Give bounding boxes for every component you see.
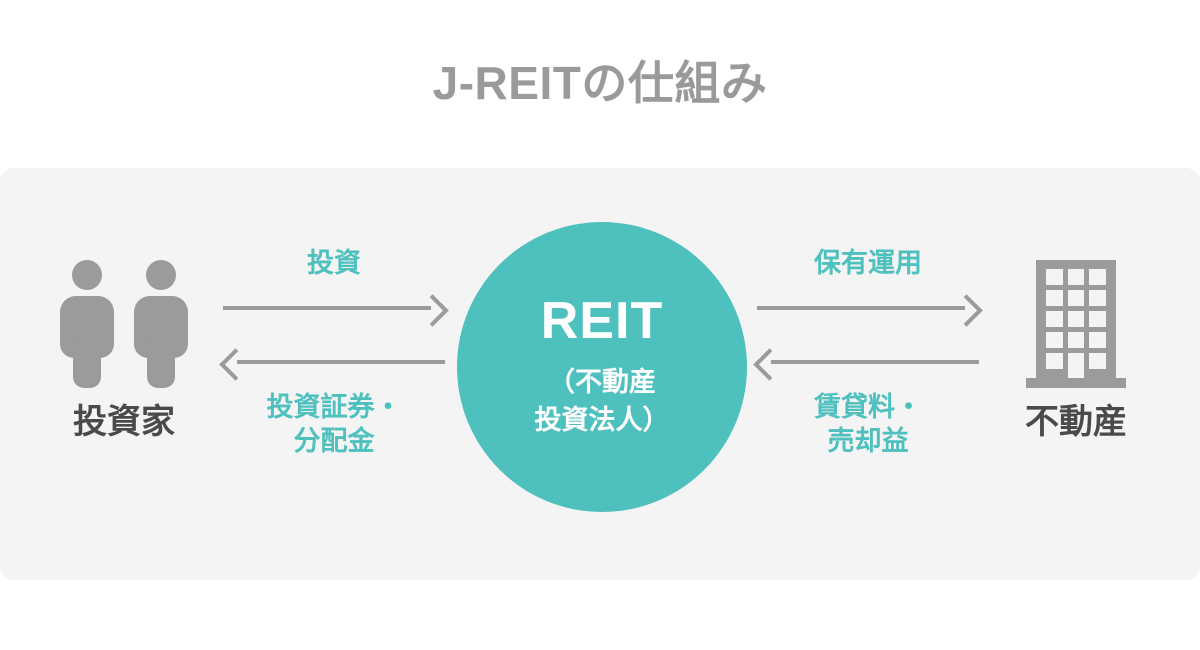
- arrow-shaft: [223, 306, 431, 311]
- flow-label-ownership-management: 保有運用: [814, 248, 922, 278]
- node-investor: 投資家: [24, 248, 224, 441]
- arrow-reit-to-property: [757, 294, 983, 327]
- reit-circle: REIT （不動産 投資法人）: [457, 222, 747, 512]
- flow-label-investment: 投資: [307, 248, 361, 278]
- flow-label-rent-sale-profit: 賃貸料・ 売却益: [814, 392, 922, 457]
- flow-investor-reit: 投資 投資証券・ 分配金: [219, 246, 449, 458]
- arrow-shaft: [237, 360, 445, 365]
- person-head: [146, 260, 176, 290]
- building-window: [1089, 311, 1106, 327]
- flow-reit-property: 保有運用 賃貸料・ 売却益: [753, 246, 983, 458]
- building-icon: [976, 248, 1176, 388]
- person-legs: [73, 342, 101, 388]
- node-property: 不動産: [976, 248, 1176, 441]
- two-people-icon: [24, 248, 224, 388]
- building-window: [1089, 332, 1106, 348]
- building-body: [1036, 260, 1116, 378]
- arrow-shaft: [771, 360, 979, 365]
- building-base: [1026, 378, 1126, 388]
- arrow-property-to-reit: [753, 348, 979, 381]
- person-icon: [60, 260, 114, 388]
- building-window: [1046, 353, 1063, 369]
- building-window: [1046, 332, 1063, 348]
- building-window: [1046, 311, 1063, 327]
- arrow-head-left-icon: [219, 348, 252, 381]
- person-icon: [134, 260, 188, 388]
- building-window: [1067, 332, 1085, 348]
- building-window: [1089, 269, 1106, 285]
- building-window: [1089, 353, 1106, 369]
- building-window: [1067, 269, 1085, 285]
- building-window: [1067, 311, 1085, 327]
- arrow-shaft: [757, 306, 965, 311]
- node-investor-label: 投資家: [73, 403, 175, 441]
- building-door: [1067, 353, 1085, 378]
- arrow-head-right-icon: [416, 294, 449, 327]
- node-property-label: 不動産: [1025, 403, 1127, 441]
- building-window: [1067, 290, 1085, 306]
- building-window: [1089, 290, 1106, 306]
- flow-label-securities-distribution: 投資証券・ 分配金: [266, 392, 402, 457]
- page-title: J-REITの仕組み: [432, 57, 768, 109]
- building-window: [1046, 269, 1063, 285]
- arrow-reit-to-investor: [219, 348, 445, 381]
- building-window: [1046, 290, 1063, 306]
- arrow-head-left-icon: [753, 348, 786, 381]
- arrow-investor-to-reit: [223, 294, 449, 327]
- person-head: [72, 260, 102, 290]
- reit-title: REIT: [540, 291, 664, 350]
- reit-subtitle: （不動産 投資法人）: [534, 366, 670, 435]
- person-legs: [147, 342, 175, 388]
